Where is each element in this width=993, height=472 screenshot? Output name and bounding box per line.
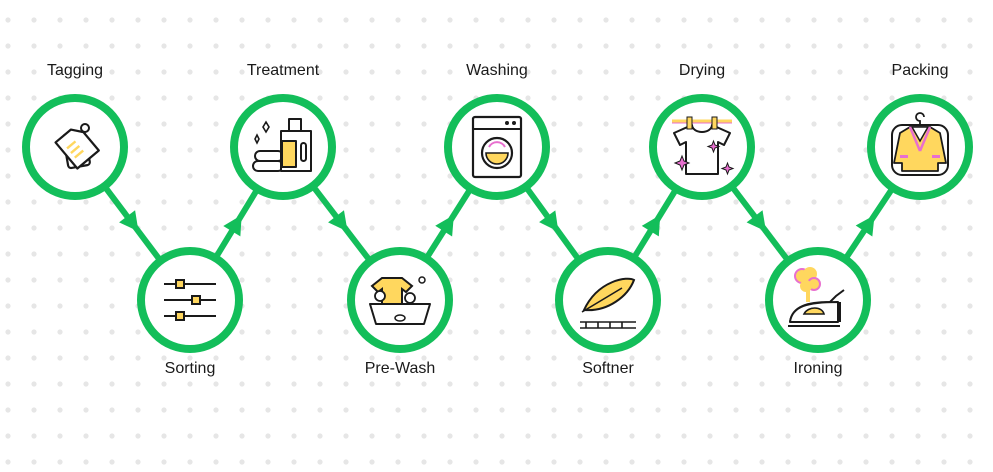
step-label: Drying <box>678 62 726 79</box>
step-node <box>867 94 973 200</box>
step-node <box>765 247 871 353</box>
connector-arrow <box>102 184 163 263</box>
basin-icon <box>369 276 431 325</box>
step-label: Softner <box>582 360 634 377</box>
connector-arrow <box>631 187 679 260</box>
connector-arrow <box>842 186 896 261</box>
arrowhead-icon <box>435 215 454 237</box>
step-label: Treatment <box>246 62 320 79</box>
arrowhead-icon <box>855 215 875 237</box>
connector-arrow <box>423 186 474 261</box>
step-node <box>230 94 336 200</box>
connector-arrow <box>212 187 261 260</box>
washing-machine-icon <box>471 115 523 179</box>
tag-icon <box>54 123 100 170</box>
connector-arrow <box>523 184 582 263</box>
clothesline-shirt-icon <box>672 116 735 176</box>
step-label: Pre-Wash <box>364 360 436 377</box>
connector-arrow <box>729 184 791 263</box>
arrowhead-icon <box>641 214 661 237</box>
step-circle <box>765 247 871 353</box>
dot-grid <box>5 17 973 465</box>
arrowhead-icon <box>119 210 139 232</box>
step-node <box>22 94 128 200</box>
step-node <box>347 247 453 353</box>
feather-icon <box>580 277 636 329</box>
step-node <box>555 247 661 353</box>
step-label: Tagging <box>46 62 104 79</box>
step-label: Ironing <box>793 360 843 377</box>
step-node <box>649 94 755 200</box>
connector-arrow <box>310 184 373 263</box>
step-label: Sorting <box>164 360 216 377</box>
arrowhead-icon <box>746 210 767 232</box>
detergent-icon <box>252 118 312 172</box>
arrowhead-icon <box>223 214 242 237</box>
garment-bag-icon <box>891 112 949 176</box>
arrowhead-icon <box>539 210 559 232</box>
step-node <box>444 94 550 200</box>
arrowhead-icon <box>328 210 348 232</box>
step-node <box>137 247 243 353</box>
step-label: Washing <box>466 62 528 79</box>
sliders-icon <box>164 279 216 321</box>
step-label: Packing <box>891 62 949 79</box>
steam-iron-icon <box>788 267 845 327</box>
